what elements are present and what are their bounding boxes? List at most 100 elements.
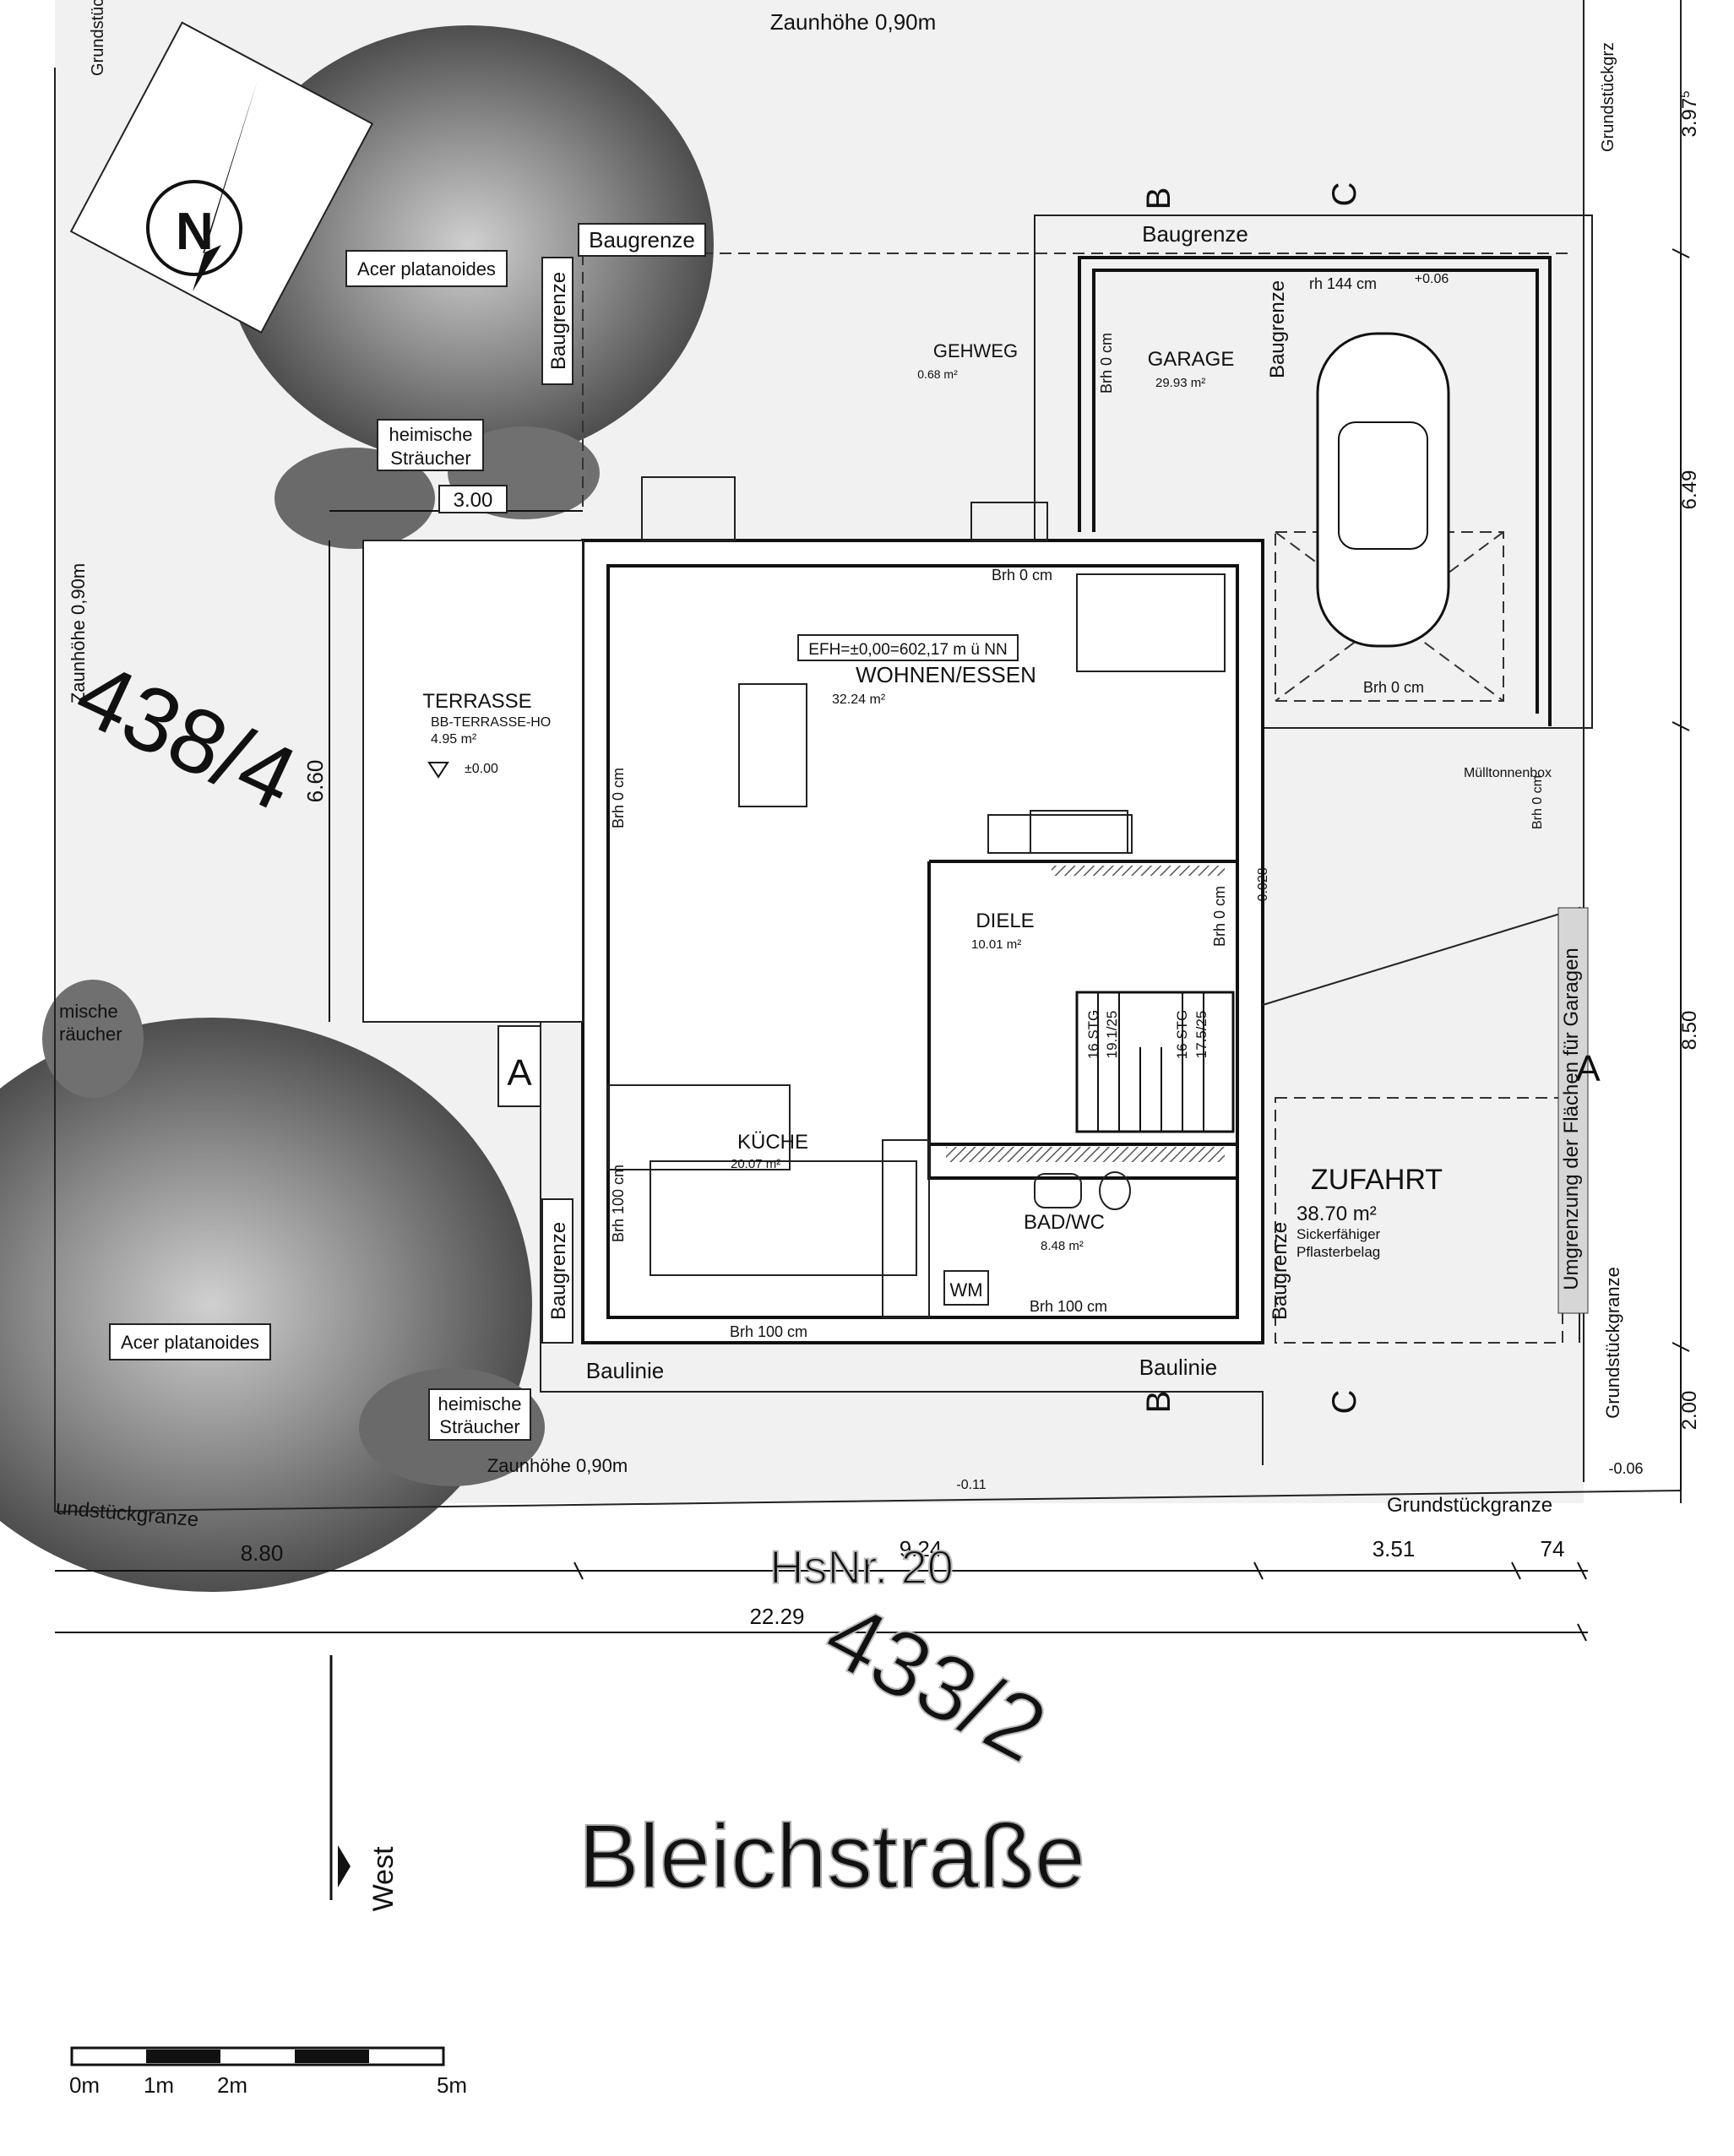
room-kueche-area: 20.07 m² <box>731 1157 780 1171</box>
dim-74: 74 <box>1541 1536 1565 1561</box>
section-mark-c-bottom: C <box>1326 1390 1363 1415</box>
brh-0-living: Brh 0 cm <box>992 567 1052 584</box>
terrace <box>362 540 584 1023</box>
shrubs-label-mid: mische <box>59 1001 118 1022</box>
parcel-number-bottom: 433/2 <box>808 1582 1063 1783</box>
fence-left-label: Zaunhöhe 0,90m <box>68 563 89 703</box>
dim-3-97: 3.975 <box>1678 90 1701 137</box>
dining-table <box>738 683 807 807</box>
room-wohnen-area: 32.24 m² <box>832 692 886 707</box>
svg-text:N: N <box>176 203 214 261</box>
garage-walls-inner <box>1092 269 1539 714</box>
room-zufahrt-sub: Sickerfähiger <box>1296 1226 1381 1242</box>
kitchen-tall-cabinets <box>882 1139 930 1318</box>
gehweg-label: GEHWEG <box>933 340 1018 361</box>
room-terrasse-name: TERRASSE <box>422 690 531 713</box>
dim-9-24: 9.24 <box>900 1536 943 1561</box>
west-arrow-icon <box>338 1845 351 1887</box>
grundstueck-bottom-right-label: Grundstückgranze <box>1387 1494 1552 1517</box>
bay-window <box>970 502 1048 541</box>
svg-text:Sträucher: Sträucher <box>439 1416 519 1437</box>
brh-0-diele: Brh 0 cm <box>1211 886 1228 947</box>
brh-0-garage: Brh 0 cm <box>1098 333 1115 394</box>
room-terrasse-level: ±0.00 <box>465 762 498 776</box>
house-outline <box>581 539 1264 1344</box>
dim-3-00: 3.00 <box>454 489 493 512</box>
room-bad-name: BAD/WC <box>1024 1211 1105 1234</box>
baugrenze-garage-top-label: Baugrenze <box>1142 221 1248 247</box>
sofa <box>1076 573 1226 672</box>
section-mark-a-right: A <box>1575 1048 1601 1089</box>
west-label: West <box>367 1846 400 1911</box>
section-mark-b-top: B <box>1140 187 1177 210</box>
garage-zone-strip <box>1557 907 1589 1314</box>
scale-bar <box>70 2046 445 2066</box>
dim-6-60: 6.60 <box>302 760 328 803</box>
room-zufahrt-area: 38.70 m² <box>1296 1203 1377 1225</box>
brh-100-kitchen: Brh 100 cm <box>610 1165 627 1242</box>
room-terrasse-area: 4.95 m² <box>431 732 477 747</box>
level-minus011: -0.11 <box>956 1478 986 1492</box>
brh-0-bin: Brh 0 cm <box>1530 775 1545 829</box>
room-bad-area: 8.48 m² <box>1041 1239 1084 1253</box>
toilet-icon <box>1099 1171 1131 1210</box>
car-icon <box>1316 332 1450 648</box>
tree-label-top: Acer platanoides <box>357 258 496 280</box>
scale-2m: 2m <box>217 2072 247 2098</box>
room-diele-name: DIELE <box>976 910 1034 932</box>
stairs-2-ratio: 17.5/25 <box>1193 1011 1209 1059</box>
room-kueche-name: KÜCHE <box>737 1131 808 1154</box>
kitchen-counter <box>607 1084 791 1170</box>
dim-22-29: 22.29 <box>749 1604 804 1629</box>
gehweg-area: 0.68 m² <box>917 367 958 381</box>
svg-text:Sträucher: Sträucher <box>390 448 470 469</box>
grundstueck-top-right-label: Grundstückgrz <box>1599 42 1617 152</box>
dim-3-51: 3.51 <box>1373 1536 1416 1561</box>
room-terrasse-sub: BB-TERRASSE-HO <box>431 715 551 730</box>
level-minus006: -0.06 <box>1608 1460 1643 1477</box>
section-mark-b-bottom: B <box>1140 1391 1177 1414</box>
level-minus0028: -0.028 <box>1256 867 1270 905</box>
baulinie-left-label: Baulinie <box>586 1358 665 1383</box>
baugrenze-top-left-label: Baugrenze <box>547 272 570 370</box>
stairs-2-label: 16 STG <box>1174 1010 1190 1060</box>
garage-envelope <box>1034 215 1593 729</box>
dim-8-50: 8.50 <box>1678 1011 1701 1051</box>
shrubs-label-top: heimische <box>389 424 472 445</box>
staircase <box>1075 991 1235 1133</box>
street-name: Bleichstraße <box>579 1805 1085 1907</box>
brh-100-bath: Brh 100 cm <box>1030 1298 1107 1315</box>
rh-144-label: rh 144 cm <box>1309 275 1377 292</box>
stairs-1-ratio: 19.1/25 <box>1104 1011 1120 1059</box>
section-mark-c-top: C <box>1326 182 1363 207</box>
baugrenze-bottom-right-label: Baugrenze <box>1269 1222 1291 1320</box>
dim-8-80: 8.80 <box>241 1540 284 1566</box>
garage-walls <box>1078 256 1552 726</box>
dim-6-49: 6.49 <box>1678 470 1701 510</box>
room-garage-name: GARAGE <box>1148 348 1235 371</box>
room-zufahrt-sub2: Pflasterbelag <box>1296 1244 1380 1260</box>
kitchen-island <box>650 1160 917 1276</box>
efh-label: EFH=±0,00=602,17 m ü NN <box>808 641 1007 659</box>
room-diele-area: 10.01 m² <box>971 937 1021 952</box>
room-wohnen-name: WOHNEN/ESSEN <box>856 662 1036 687</box>
sink-icon <box>1034 1173 1082 1208</box>
baugrenze-bottom-left-label: Baugrenze <box>547 1222 570 1320</box>
scale-0m: 0m <box>69 2072 100 2098</box>
grundstueck-right-label: Grundstückgranze <box>1602 1267 1623 1419</box>
property-line-bottom <box>54 1490 1682 1512</box>
level-plus006: +0.06 <box>1415 272 1449 286</box>
tree-bottom <box>0 980 545 1592</box>
stairs-1-label: 16 STG <box>1085 1010 1101 1060</box>
fence-top-label: Zaunhöhe 0,90m <box>770 9 937 35</box>
house-number: HsNr. 20 <box>769 1540 954 1594</box>
shrubs-label-bottom: heimische <box>438 1393 521 1415</box>
room-garage-area: 29.93 m² <box>1155 376 1205 390</box>
brh-0-carport: Brh 0 cm <box>1363 679 1424 696</box>
level-marker-icon <box>427 762 449 779</box>
baugrenze-garage-right-label: Baugrenze <box>1266 280 1289 378</box>
muelltonnenbox-label: Mülltonnenbox <box>1464 766 1552 780</box>
scale-5m: 5m <box>437 2072 467 2098</box>
north-arrow-icon: N <box>69 21 374 334</box>
